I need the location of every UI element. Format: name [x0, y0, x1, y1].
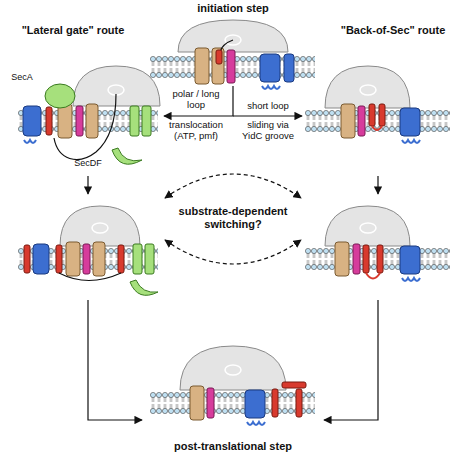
panel-title: initiation step: [197, 2, 269, 15]
protein-label: SecDF: [74, 158, 102, 168]
membrane-post-translational: [150, 382, 315, 425]
step-condition: short loop: [247, 101, 289, 112]
membrane-back-of-sec-2: [305, 242, 450, 281]
step-mechanism: translocation (ATP, pmf): [161, 120, 231, 142]
route-title: "Back-of-Sec" route: [341, 24, 446, 37]
secdf: [112, 148, 142, 164]
ribosome: [60, 20, 410, 390]
membrane-back-of-sec-1: [305, 104, 450, 143]
step-condition: polar / long loop: [164, 89, 228, 111]
membrane-initiation: [150, 40, 315, 89]
membrane-lateral-gate-2: [18, 242, 158, 295]
route-title: "Lateral gate" route: [22, 24, 125, 37]
seca: [45, 84, 75, 108]
step-mechanism: sliding via YidC groove: [237, 120, 299, 142]
membrane-lateral-gate-1: [18, 94, 158, 160]
question-label: substrate-dependent switching?: [173, 205, 293, 230]
protein-label: SecA: [11, 72, 33, 82]
panel-title: post-translational step: [174, 440, 292, 453]
flow-arrows: [88, 86, 378, 420]
